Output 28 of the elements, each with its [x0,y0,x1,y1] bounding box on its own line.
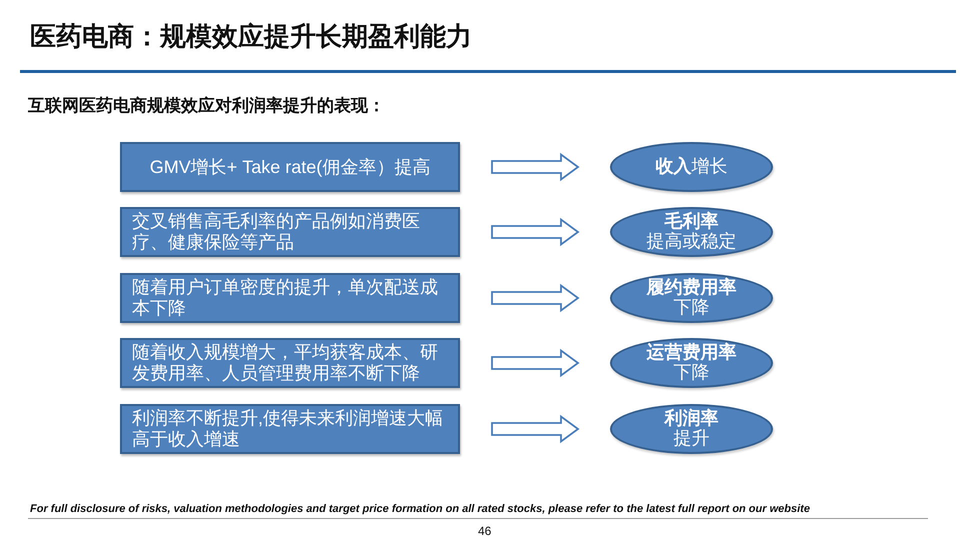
page-number: 46 [478,524,492,539]
block-arrow [491,414,580,444]
factor-box [120,338,460,388]
disclaimer-text: For full disclosure of risks, valuation methodologies and target price formation on all rated stocks, please refer to the latest full report on our website [30,503,810,517]
result-text: 下降 [674,363,710,383]
factor-box [120,142,460,192]
result-heading: 运营费用率 [646,343,736,363]
result-text: 提升 [674,429,710,449]
block-arrow [491,284,580,312]
factor-box [120,207,460,257]
result-text: 收入增长 [656,157,728,177]
subtitle: 互联网医药电商规模效应对利润率提升的表现： [28,95,385,116]
block-arrow [491,218,580,246]
factor-text: 交叉销售高毛利率的产品例如消费医疗、健康保险等产品 [132,211,421,253]
factor-box [120,273,460,323]
result-text: 提高或稳定 [646,232,736,252]
factor-text: 随着用户订单密度的提升，单次配送成本下降 [132,277,439,319]
slide-title: 医药电商：规模效应提升长期盈利能力 [30,20,472,53]
result-heading: 毛利率 [664,212,718,232]
result-text: 下降 [674,298,710,318]
factor-text: GMV增长+ Take rate(佣金率）提高 [150,156,430,178]
result-heading: 利润率 [664,409,718,429]
result-heading: 履约费用率 [646,278,736,298]
factor-text: 利润率不断提升,使得未来利润增速大幅高于收入增速 [132,408,444,450]
block-arrow [491,348,580,378]
factor-box [120,404,460,454]
factor-text: 随着收入规模增大，平均获客成本、研发费用率、人员管理费用率不断下降 [132,342,439,384]
block-arrow [491,152,580,182]
